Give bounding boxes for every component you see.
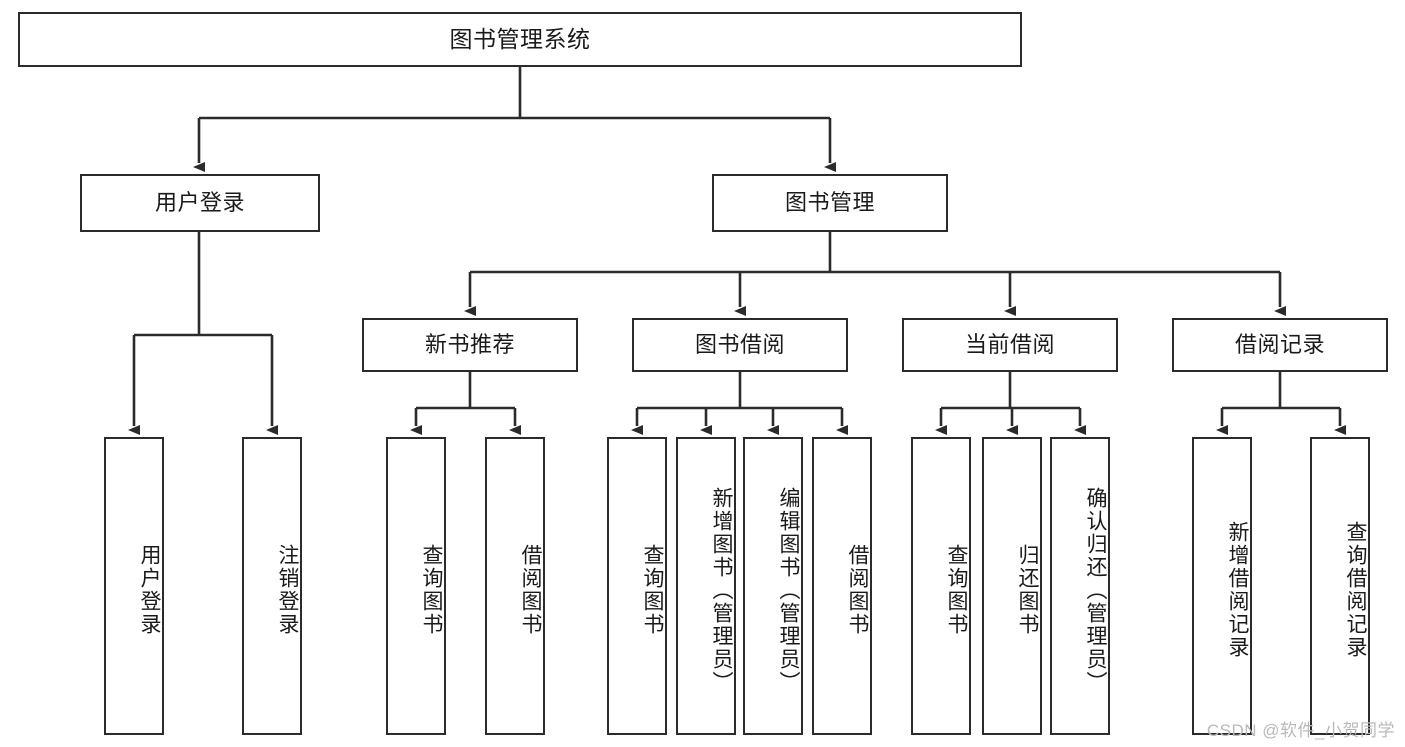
node-label: 借阅图书 (519, 544, 542, 636)
node-label: 借阅图书 (846, 544, 869, 636)
node-label: 确认归还（管理员） (1084, 486, 1107, 694)
node-label: 图书借阅 (694, 331, 785, 357)
node-label: 查询图书 (641, 544, 664, 636)
node-leaf-query-book-1[interactable]: 查询图书 (386, 437, 446, 735)
node-leaf-add-book[interactable]: 新增图书（管理员） (676, 437, 736, 735)
node-new-book-recommend[interactable]: 新书推荐 (362, 318, 578, 372)
node-label: 归还图书 (1016, 544, 1039, 636)
node-leaf-borrow-book-2[interactable]: 借阅图书 (812, 437, 872, 735)
csdn-watermark: CSDN @软件_小贺同学 (1206, 721, 1395, 740)
node-label: 查询图书 (945, 544, 968, 636)
node-label: 编辑图书（管理员） (777, 486, 800, 694)
node-book-borrow[interactable]: 图书借阅 (632, 318, 848, 372)
node-leaf-user-login[interactable]: 用户登录 (104, 437, 164, 735)
node-leaf-borrow-book-1[interactable]: 借阅图书 (485, 437, 545, 735)
node-leaf-query-book-3[interactable]: 查询图书 (911, 437, 971, 735)
node-leaf-return-book[interactable]: 归还图书 (982, 437, 1042, 735)
node-leaf-query-record[interactable]: 查询借阅记录 (1310, 437, 1370, 735)
node-leaf-logout[interactable]: 注销登录 (242, 437, 302, 735)
node-label: 用户登录 (138, 544, 161, 636)
node-borrow-record[interactable]: 借阅记录 (1172, 318, 1388, 372)
node-label: 当前借阅 (964, 331, 1055, 357)
node-current-borrow[interactable]: 当前借阅 (902, 318, 1118, 372)
node-label: 图书管理系统 (449, 25, 591, 52)
node-user-login[interactable]: 用户登录 (80, 174, 320, 232)
node-leaf-query-book-2[interactable]: 查询图书 (607, 437, 667, 735)
node-label: 新书推荐 (424, 331, 515, 357)
node-leaf-confirm-return[interactable]: 确认归还（管理员） (1050, 437, 1110, 735)
node-book-manage[interactable]: 图书管理 (712, 174, 948, 232)
node-label: 注销登录 (276, 544, 299, 636)
node-label: 查询图书 (420, 544, 443, 636)
node-label: 用户登录 (154, 189, 245, 215)
node-root-图书管理系统[interactable]: 图书管理系统 (18, 12, 1022, 67)
node-label: 借阅记录 (1234, 331, 1325, 357)
node-label: 查询借阅记录 (1344, 521, 1367, 659)
node-leaf-edit-book[interactable]: 编辑图书（管理员） (743, 437, 803, 735)
node-label: 图书管理 (784, 189, 875, 215)
node-label: 新增借阅记录 (1226, 521, 1249, 659)
node-label: 新增图书（管理员） (710, 486, 733, 694)
node-leaf-add-record[interactable]: 新增借阅记录 (1192, 437, 1252, 735)
